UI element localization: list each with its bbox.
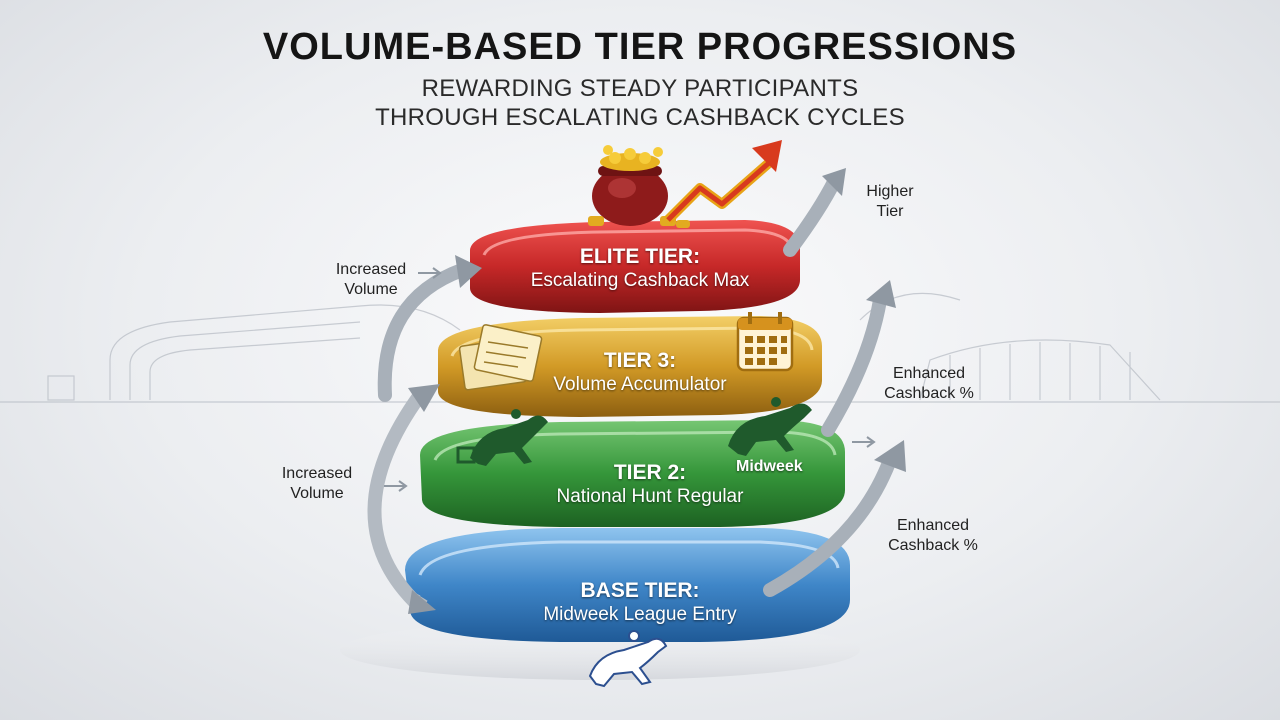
racehorse-icon [728, 397, 812, 456]
increased-volume-top-line-2: Volume [344, 281, 398, 298]
enhanced-cashback-label-top: Enhanced Cashback % [864, 364, 994, 404]
pot-of-gold-icon [588, 145, 690, 228]
racehorse-icon [588, 630, 668, 688]
increased-volume-label-top: Increased Volume [316, 260, 426, 300]
subtitle-line-2: THROUGH ESCALATING CASHBACK CYCLES [375, 104, 905, 131]
racehorse-icon [456, 409, 548, 466]
enhanced-top-line-2: Cashback % [884, 385, 974, 402]
enhanced-cashback-label-bottom: Enhanced Cashback % [868, 516, 998, 556]
page-subtitle: REWARDING STEADY PARTICIPANTS THROUGH ES… [0, 74, 1280, 132]
elite-tier-band [470, 220, 800, 313]
subtitle-line-1: REWARDING STEADY PARTICIPANTS [421, 75, 859, 102]
page-title: VOLUME-BASED TIER PROGRESSIONS [262, 26, 1018, 68]
increased-volume-bottom-line-2: Volume [290, 485, 344, 502]
higher-tier-label: Higher Tier [840, 182, 940, 222]
betting-slips-icon [458, 324, 543, 391]
base-tier-name: BASE TIER: [580, 579, 700, 602]
tier-3-name: TIER 3: [603, 349, 677, 372]
higher-tier-line-1: Higher [866, 183, 914, 200]
progression-arrows [367, 168, 906, 614]
tier-2-name: TIER 2: [613, 461, 687, 484]
tier-2-label: TIER 2: National Hunt Regular [480, 460, 820, 508]
elite-tier-description: Escalating Cashback Max [530, 270, 750, 291]
tier-3-description: Volume Accumulator [553, 374, 727, 395]
base-tier-label: BASE TIER: Midweek League Entry [470, 578, 810, 626]
increased-volume-label-bottom: Increased Volume [262, 464, 372, 504]
rising-arrow-icon [664, 140, 782, 224]
elite-tier-name: ELITE TIER: [579, 245, 701, 268]
calendar-icon [736, 312, 794, 372]
enhanced-top-line-1: Enhanced [892, 365, 966, 382]
small-arrows [384, 267, 876, 492]
midweek-label: Midweek [736, 458, 803, 475]
tier-2-description: National Hunt Regular [556, 486, 744, 507]
increased-volume-bottom-line-1: Increased [281, 465, 353, 482]
enhanced-bottom-line-2: Cashback % [888, 537, 978, 554]
enhanced-bottom-line-1: Enhanced [896, 517, 970, 534]
higher-tier-line-2: Tier [876, 203, 904, 220]
tier-3-label: TIER 3: Volume Accumulator [480, 348, 800, 396]
increased-volume-top-line-1: Increased [335, 261, 407, 278]
elite-tier-label: ELITE TIER: Escalating Cashback Max [490, 244, 790, 292]
base-tier-description: Midweek League Entry [543, 604, 737, 625]
